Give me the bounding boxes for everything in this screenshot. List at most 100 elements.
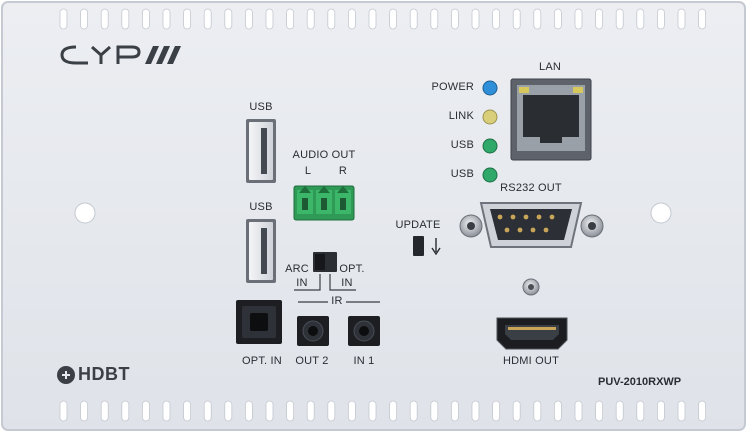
vent-slot — [595, 8, 603, 30]
vent-slot — [244, 400, 253, 422]
vent-slot — [574, 400, 583, 422]
vent-slot — [389, 400, 398, 422]
vent-slot — [183, 8, 192, 30]
opt-switch-in-label: IN — [341, 277, 353, 289]
hdmi-out-label: HDMI OUT — [503, 355, 559, 367]
ir-label: IR — [331, 295, 343, 307]
hdbt-logo-mark — [57, 366, 75, 384]
down-arrow-icon — [431, 238, 441, 256]
vent-slot — [265, 400, 274, 422]
vent-slot — [59, 8, 68, 30]
vent-slot — [389, 8, 398, 30]
vent-slot — [698, 8, 706, 30]
vent-slot — [368, 400, 377, 422]
arc-label: ARC — [285, 263, 309, 275]
link-led — [482, 109, 498, 125]
vent-slot — [141, 8, 150, 30]
vent-slot — [450, 8, 459, 30]
vent-slot — [59, 400, 68, 422]
arc-in-label: IN — [296, 277, 308, 289]
vent-slot — [636, 400, 645, 422]
vent-slot — [286, 8, 295, 30]
vent-slot — [327, 8, 336, 30]
in1-label: IN 1 — [353, 355, 375, 367]
vent-slot — [203, 400, 212, 422]
vent-slot — [512, 400, 521, 422]
optical-in-port[interactable] — [236, 300, 282, 344]
vent-slot — [265, 8, 274, 30]
vent-slot — [409, 8, 418, 30]
rs232-out-label: RS232 OUT — [500, 182, 562, 194]
vent-slot — [141, 400, 150, 422]
vent-slot — [492, 8, 501, 30]
vent-slot — [100, 8, 109, 30]
hdmi-out-port[interactable] — [496, 317, 568, 350]
rs232-db9-port[interactable] — [459, 202, 604, 248]
out2-label: OUT 2 — [295, 355, 329, 367]
vent-slot — [657, 400, 665, 422]
vent-slot — [121, 400, 130, 422]
vent-slot — [306, 8, 315, 30]
vent-slot — [595, 400, 603, 422]
model-number: PUV-2010RXWP — [598, 376, 682, 388]
opt-in-label: OPT. IN — [242, 355, 282, 367]
power-led — [482, 80, 498, 96]
vent-slot — [203, 8, 212, 30]
vent-slot — [100, 400, 109, 422]
vent-slot — [533, 400, 542, 422]
vent-slot — [368, 8, 377, 30]
vent-slot — [554, 8, 562, 30]
hdbt-logo-text: HDBT — [78, 364, 130, 384]
vent-slot — [430, 400, 439, 422]
usb-led-1 — [482, 138, 498, 154]
cyp-logo — [60, 45, 181, 65]
update-button[interactable] — [413, 236, 424, 256]
vent-slot — [677, 400, 686, 422]
vent-slot — [286, 400, 295, 422]
vent-slot — [512, 8, 521, 30]
ir-in1-jack[interactable] — [348, 316, 380, 346]
vent-slot — [306, 400, 315, 422]
vent-slot — [636, 8, 645, 30]
usb-port-top[interactable] — [246, 119, 276, 183]
usb-top-label: USB — [249, 101, 273, 113]
vent-slot — [471, 400, 480, 422]
mounting-hole-left — [74, 202, 96, 224]
audio-r-label: R — [338, 165, 348, 177]
vent-slot — [615, 400, 624, 422]
vent-slot — [80, 400, 88, 422]
bottom-vent-slots — [59, 400, 706, 422]
vent-slot — [327, 400, 336, 422]
update-label: UPDATE — [395, 219, 441, 231]
usb-led-2 — [482, 167, 498, 183]
power-label: POWER — [431, 81, 474, 93]
usb-led2-label: USB — [450, 168, 474, 180]
vent-slot — [615, 8, 624, 30]
mounting-hole-right — [650, 202, 672, 224]
usb-led1-label: USB — [450, 139, 474, 151]
vent-slot — [224, 400, 233, 422]
vent-slot — [677, 8, 686, 30]
ir-out2-jack[interactable] — [297, 316, 329, 346]
vent-slot — [492, 400, 501, 422]
usb-bottom-label: USB — [249, 201, 273, 213]
vent-slot — [162, 400, 171, 422]
vent-slot — [430, 8, 439, 30]
vent-slot — [698, 400, 706, 422]
audio-out-terminal-block[interactable] — [293, 185, 355, 221]
vent-slot — [657, 8, 665, 30]
arc-opt-selector-switch[interactable] — [294, 252, 356, 291]
vent-slot — [409, 400, 418, 422]
lan-rj45-port[interactable] — [510, 78, 592, 161]
vent-slot — [183, 400, 192, 422]
vent-slot — [554, 400, 562, 422]
vent-slot — [574, 8, 583, 30]
link-label: LINK — [448, 110, 474, 122]
usb-port-bottom[interactable] — [246, 219, 276, 283]
vent-slot — [347, 400, 356, 422]
top-vent-slots — [59, 8, 706, 30]
vent-slot — [121, 8, 130, 30]
vent-slot — [80, 8, 88, 30]
audio-l-label: L — [304, 165, 312, 177]
